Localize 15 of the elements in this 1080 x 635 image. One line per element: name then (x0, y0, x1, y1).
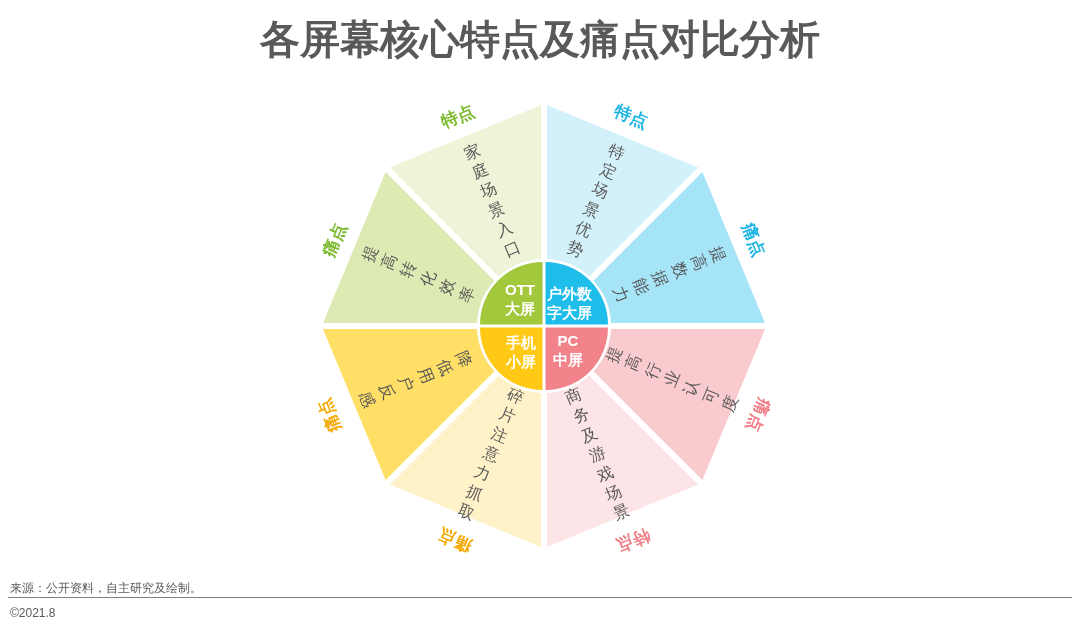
source-note: 来源：公开资料，自主研究及绘制。 (10, 581, 202, 596)
title: 各屏幕核心特点及痛点对比分析 (260, 16, 820, 63)
screen-label: 户外数字大屏 (546, 284, 592, 322)
category-label: 痛点 (737, 219, 769, 260)
category-label: 痛点 (742, 395, 775, 435)
category-label: 特点 (437, 101, 478, 133)
category-label: 特点 (610, 101, 651, 133)
category-label: 痛点 (313, 395, 346, 435)
category-label: 特点 (613, 524, 653, 557)
screen-label: OTT大屏 (504, 280, 536, 318)
copyright-note: ©2021.8 (10, 606, 56, 621)
screen-label: PC中屏 (552, 331, 584, 369)
screen-label: 手机小屏 (505, 333, 537, 371)
category-label: 痛点 (319, 219, 351, 260)
category-label: 痛点 (435, 524, 475, 557)
